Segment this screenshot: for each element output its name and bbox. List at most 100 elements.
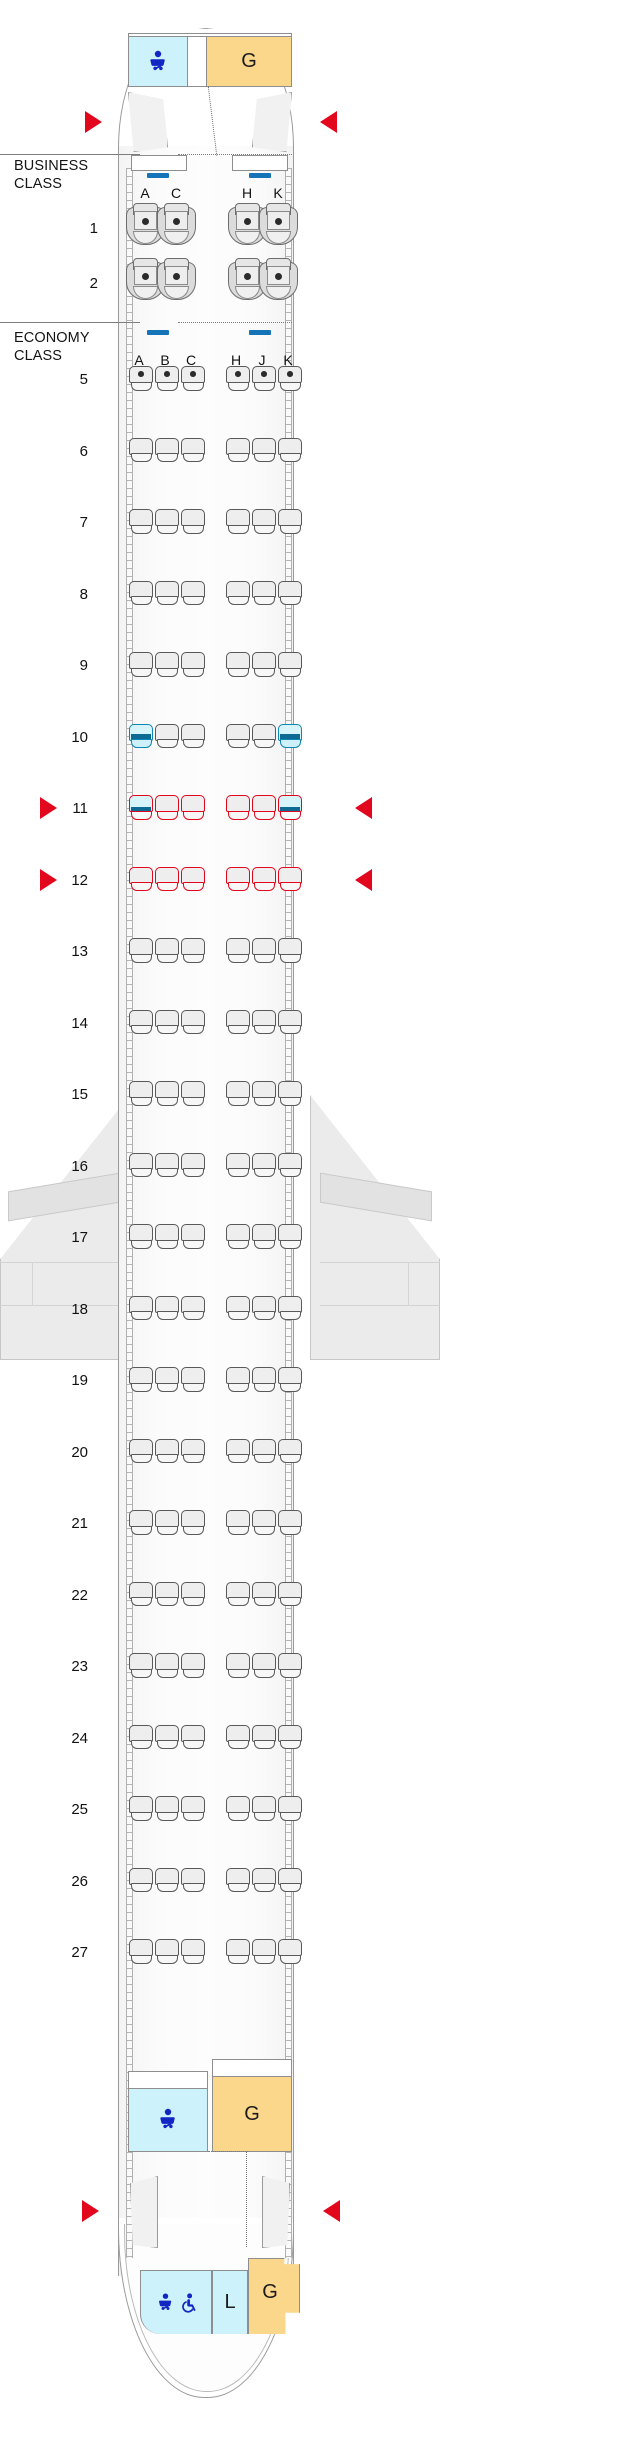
seat-18A[interactable] <box>129 1295 153 1321</box>
seat-12K[interactable] <box>278 866 302 892</box>
seat-5J[interactable] <box>252 366 276 391</box>
seat-8J[interactable] <box>252 580 276 606</box>
seat-18H[interactable] <box>226 1295 250 1321</box>
seat-18J[interactable] <box>252 1295 276 1321</box>
seat-22C[interactable] <box>181 1581 205 1607</box>
seat-11H[interactable] <box>226 795 250 820</box>
seat-17A[interactable] <box>129 1224 153 1249</box>
seat-27K[interactable] <box>278 1939 302 1964</box>
facility-rear-lavatory-accessible[interactable] <box>140 2270 212 2334</box>
seat-20K[interactable] <box>278 1438 302 1464</box>
seat-7A[interactable] <box>129 509 153 534</box>
seat-21A[interactable] <box>129 1510 153 1535</box>
seat-5K[interactable] <box>278 366 302 391</box>
seat-1H[interactable] <box>228 203 267 246</box>
seat-12J[interactable] <box>252 866 276 892</box>
seat-27C[interactable] <box>181 1939 205 1964</box>
seat-7C[interactable] <box>181 509 205 534</box>
seat-9C[interactable] <box>181 652 205 677</box>
seat-8K[interactable] <box>278 580 302 606</box>
seat-8A[interactable] <box>129 580 153 606</box>
seat-17B[interactable] <box>155 1224 179 1249</box>
seat-10K[interactable] <box>278 723 302 749</box>
seat-15C[interactable] <box>181 1081 205 1106</box>
seat-16A[interactable] <box>129 1152 153 1178</box>
seat-10B[interactable] <box>155 723 179 749</box>
seat-26C[interactable] <box>181 1867 205 1893</box>
seat-26H[interactable] <box>226 1867 250 1893</box>
seat-14A[interactable] <box>129 1009 153 1035</box>
seat-9H[interactable] <box>226 652 250 677</box>
seat-24B[interactable] <box>155 1724 179 1750</box>
seat-9B[interactable] <box>155 652 179 677</box>
seat-7H[interactable] <box>226 509 250 534</box>
seat-20J[interactable] <box>252 1438 276 1464</box>
seat-2K[interactable] <box>259 258 298 301</box>
seat-10J[interactable] <box>252 723 276 749</box>
seat-23H[interactable] <box>226 1653 250 1678</box>
seat-6K[interactable] <box>278 437 302 463</box>
seat-23C[interactable] <box>181 1653 205 1678</box>
seat-19B[interactable] <box>155 1367 179 1392</box>
facility-aft-galley[interactable]: G <box>212 2076 292 2152</box>
seat-11J[interactable] <box>252 795 276 820</box>
seat-8C[interactable] <box>181 580 205 606</box>
seat-13H[interactable] <box>226 938 250 963</box>
seat-14B[interactable] <box>155 1009 179 1035</box>
seat-8H[interactable] <box>226 580 250 606</box>
seat-26K[interactable] <box>278 1867 302 1893</box>
seat-16J[interactable] <box>252 1152 276 1178</box>
seat-13B[interactable] <box>155 938 179 963</box>
seat-16B[interactable] <box>155 1152 179 1178</box>
seat-2C[interactable] <box>157 258 196 301</box>
seat-11A[interactable] <box>129 795 153 820</box>
seat-20B[interactable] <box>155 1438 179 1464</box>
seat-17J[interactable] <box>252 1224 276 1249</box>
seat-21K[interactable] <box>278 1510 302 1535</box>
seat-14J[interactable] <box>252 1009 276 1035</box>
seat-27J[interactable] <box>252 1939 276 1964</box>
seat-11B[interactable] <box>155 795 179 820</box>
seat-7J[interactable] <box>252 509 276 534</box>
seat-21J[interactable] <box>252 1510 276 1535</box>
seat-24H[interactable] <box>226 1724 250 1750</box>
seat-22K[interactable] <box>278 1581 302 1607</box>
seat-25J[interactable] <box>252 1796 276 1821</box>
seat-13A[interactable] <box>129 938 153 963</box>
seat-6A[interactable] <box>129 437 153 463</box>
seat-5H[interactable] <box>226 366 250 391</box>
seat-7K[interactable] <box>278 509 302 534</box>
seat-22H[interactable] <box>226 1581 250 1607</box>
seat-24K[interactable] <box>278 1724 302 1750</box>
seat-15K[interactable] <box>278 1081 302 1106</box>
seat-5C[interactable] <box>181 366 205 391</box>
seat-13C[interactable] <box>181 938 205 963</box>
seat-22A[interactable] <box>129 1581 153 1607</box>
seat-21H[interactable] <box>226 1510 250 1535</box>
seat-17K[interactable] <box>278 1224 302 1249</box>
seat-8B[interactable] <box>155 580 179 606</box>
seat-23J[interactable] <box>252 1653 276 1678</box>
seat-12A[interactable] <box>129 866 153 892</box>
seat-6B[interactable] <box>155 437 179 463</box>
seat-13K[interactable] <box>278 938 302 963</box>
seat-19K[interactable] <box>278 1367 302 1392</box>
seat-22B[interactable] <box>155 1581 179 1607</box>
seat-21C[interactable] <box>181 1510 205 1535</box>
seat-16K[interactable] <box>278 1152 302 1178</box>
seat-19C[interactable] <box>181 1367 205 1392</box>
seat-13J[interactable] <box>252 938 276 963</box>
seat-10H[interactable] <box>226 723 250 749</box>
seat-14K[interactable] <box>278 1009 302 1035</box>
seat-24A[interactable] <box>129 1724 153 1750</box>
seat-17H[interactable] <box>226 1224 250 1249</box>
seat-12B[interactable] <box>155 866 179 892</box>
seat-26B[interactable] <box>155 1867 179 1893</box>
seat-16H[interactable] <box>226 1152 250 1178</box>
seat-25B[interactable] <box>155 1796 179 1821</box>
seat-20A[interactable] <box>129 1438 153 1464</box>
facility-fwd-galley[interactable]: G <box>206 36 292 87</box>
seat-9A[interactable] <box>129 652 153 677</box>
seat-27A[interactable] <box>129 1939 153 1964</box>
facility-aft-lavatory[interactable] <box>128 2088 208 2152</box>
